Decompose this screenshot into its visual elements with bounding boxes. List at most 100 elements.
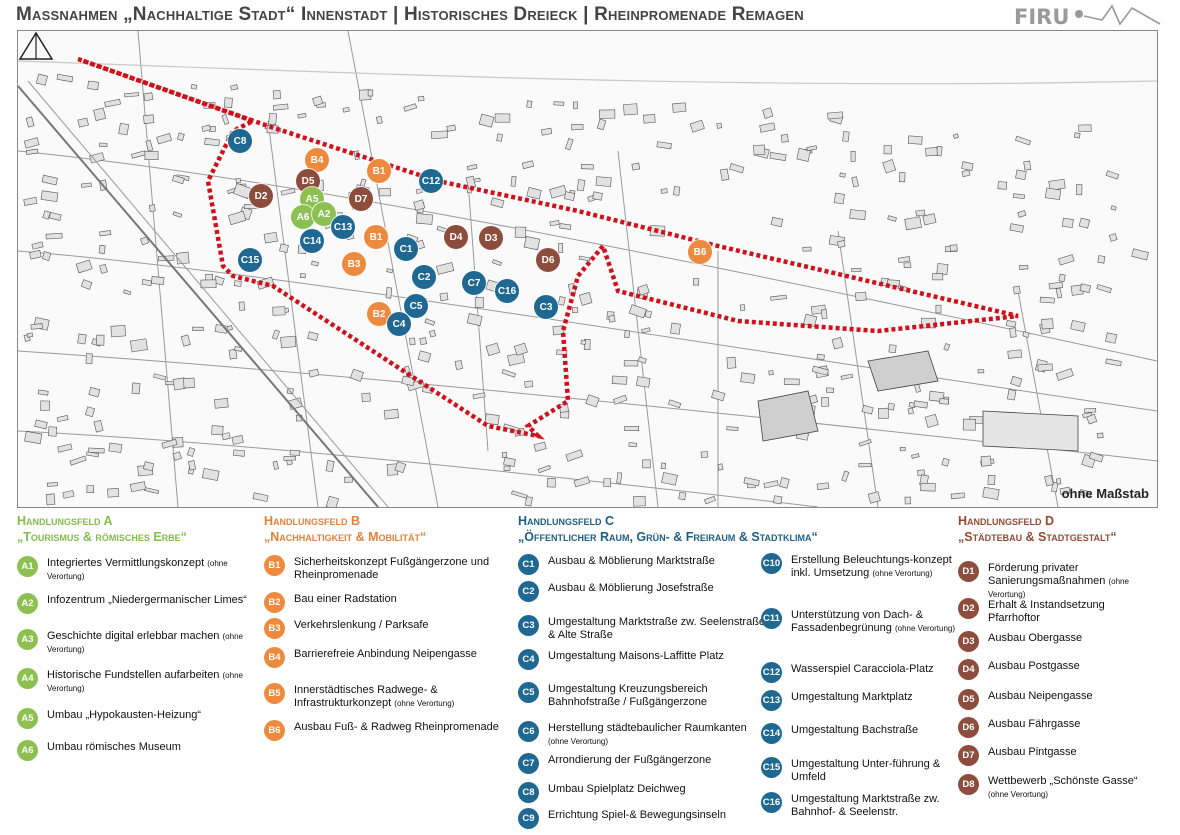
building: [565, 138, 574, 151]
map-marker-c12[interactable]: C12: [419, 169, 443, 193]
building: [279, 243, 289, 253]
building: [769, 152, 787, 161]
scale-label: ohne Maßstab: [1061, 486, 1149, 501]
map-marker-c13[interactable]: C13: [331, 215, 355, 239]
map-marker-b2[interactable]: B2: [367, 302, 391, 326]
building: [922, 213, 937, 226]
building: [501, 369, 517, 378]
map-marker-b3[interactable]: B3: [342, 252, 366, 276]
building: [108, 442, 123, 453]
map-marker-b1[interactable]: B1: [367, 159, 391, 183]
building: [233, 449, 245, 457]
building: [546, 477, 556, 488]
building: [816, 482, 830, 491]
building: [46, 482, 58, 487]
building: [611, 375, 628, 385]
building: [549, 185, 568, 199]
map-marker-d3[interactable]: D3: [479, 226, 503, 250]
building: [69, 455, 87, 466]
map-marker-c7[interactable]: C7: [462, 271, 486, 295]
building: [88, 386, 101, 398]
building: [204, 137, 220, 147]
legend-column-b: Handlungsfeld B „Nachhaltigkeit & Mobili…: [264, 513, 514, 741]
map-marker-c15[interactable]: C15: [238, 248, 262, 272]
map-marker-d7[interactable]: D7: [349, 187, 373, 211]
north-arrow-icon: [18, 31, 54, 60]
legend-column-d: Handlungsfeld D „Städtebau & Stadtgestal…: [958, 513, 1173, 799]
building: [228, 349, 238, 360]
building: [378, 188, 391, 197]
street-network: [18, 31, 1157, 507]
legend-item-text: Umbau römisches Museum: [47, 741, 267, 754]
building: [325, 495, 340, 507]
map-marker-a6[interactable]: A6: [291, 205, 315, 229]
building: [496, 133, 503, 142]
building: [936, 263, 949, 275]
map-marker-d2[interactable]: D2: [249, 184, 273, 208]
legend-item-label: Erstellung Beleuchtungs-konzept inkl. Um…: [791, 554, 952, 579]
building: [271, 329, 280, 340]
building: [141, 279, 153, 287]
building: [80, 279, 93, 290]
building: [950, 492, 965, 500]
map-marker-b4[interactable]: B4: [305, 148, 329, 172]
street: [347, 31, 439, 507]
building: [235, 177, 241, 184]
map-marker-d4[interactable]: D4: [444, 225, 468, 249]
map-marker-c4[interactable]: C4: [387, 312, 411, 336]
building: [84, 406, 96, 418]
building: [711, 389, 726, 402]
building: [99, 263, 108, 274]
legend-badge: C1: [518, 554, 539, 575]
map-marker-c2[interactable]: C2: [412, 265, 436, 289]
building: [501, 451, 508, 458]
map-marker-c1[interactable]: C1: [394, 237, 418, 261]
building: [1010, 375, 1023, 387]
legend-item-text: Erstellung Beleuchtungs-konzept inkl. Um…: [791, 554, 961, 580]
building: [839, 172, 846, 178]
map-marker-c3[interactable]: C3: [534, 295, 558, 319]
map-marker-b6[interactable]: B6: [688, 240, 712, 264]
legend-badge: A4: [17, 668, 38, 689]
building: [386, 268, 394, 274]
legend-item-label: Förderung privater Sanierungsmaßnahmen: [988, 562, 1106, 587]
map-marker-c14[interactable]: C14: [300, 229, 324, 253]
building: [827, 111, 844, 120]
building: [526, 100, 533, 108]
building: [833, 192, 845, 205]
building: [1012, 193, 1025, 200]
legend-item-text: Umgestaltung Marktplatz: [791, 691, 961, 704]
building: [717, 463, 724, 471]
building: [925, 147, 938, 157]
legend-item-note: (ohne Verortung): [988, 790, 1049, 799]
map-marker-c8[interactable]: C8: [228, 129, 252, 153]
building: [96, 334, 105, 346]
legend-item-text: Integriertes Vermittlungskonzept (ohne V…: [47, 557, 267, 583]
building: [80, 182, 92, 188]
building: [763, 480, 779, 489]
building: [124, 92, 140, 98]
building: [430, 130, 448, 140]
building: [75, 259, 93, 274]
building: [716, 122, 723, 129]
building: [578, 255, 591, 262]
building: [641, 327, 651, 334]
map-marker-c16[interactable]: C16: [495, 279, 519, 303]
legend-badge: C9: [518, 808, 539, 829]
map-marker-c5[interactable]: C5: [404, 294, 428, 318]
building: [57, 443, 73, 453]
map-marker-b1[interactable]: B1: [364, 225, 388, 249]
building: [289, 449, 301, 456]
legend-badge: D1: [958, 561, 979, 582]
legend-item-text: Wettbewerb „Schönste Gasse“ (ohne Verort…: [988, 775, 1158, 801]
map-marker-d6[interactable]: D6: [536, 248, 560, 272]
building: [592, 191, 603, 201]
legend-item-label: Umbau „Hypokausten-Heizung“: [47, 709, 202, 721]
legend-badge: B3: [264, 618, 285, 639]
building: [883, 145, 892, 155]
building: [297, 113, 307, 119]
legend-item-label: Verkehrslenkung / Parksafe: [294, 619, 429, 631]
building: [231, 435, 244, 445]
building: [559, 223, 572, 230]
